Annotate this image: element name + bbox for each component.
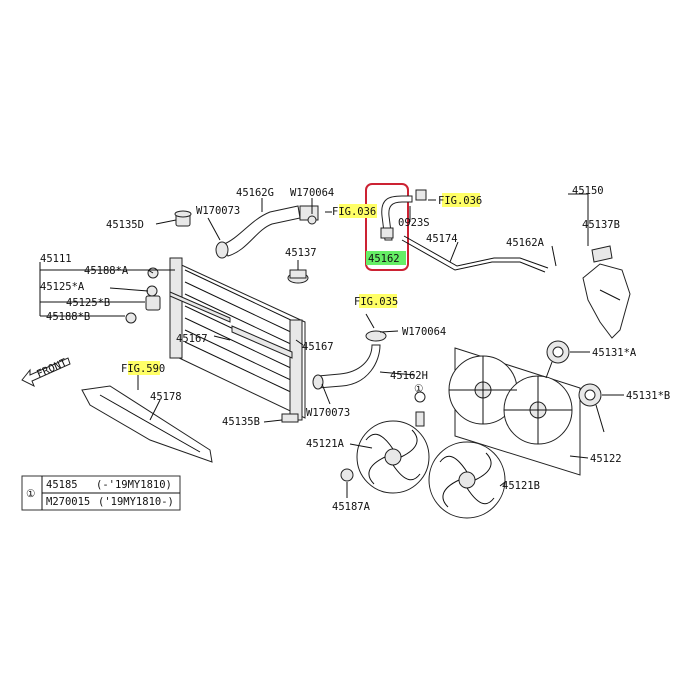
callout-45188a[interactable]: 45188*A: [84, 265, 129, 277]
legend-symbol: ①: [26, 488, 36, 500]
callout-45121b[interactable]: 45121B: [502, 480, 540, 492]
fan-shroud: [448, 347, 581, 476]
callout-45135d[interactable]: 45135D: [106, 219, 144, 231]
fan-motor-a: [545, 340, 570, 379]
fig-ref-highlight-2: [442, 193, 480, 207]
reservoir-tank: [582, 245, 631, 339]
bolts-left: [125, 267, 161, 324]
callout-45188b[interactable]: 45188*B: [46, 311, 90, 323]
callout-45162g[interactable]: 45162G: [236, 187, 274, 199]
fig-ref-highlight-4: [128, 361, 160, 375]
overflow-pipe: [401, 189, 549, 273]
callout-w170064-top[interactable]: W170064: [290, 187, 334, 199]
callout-w170073-bottom[interactable]: W170073: [306, 407, 350, 419]
radiator-cap-top: [174, 210, 192, 227]
callout-45178[interactable]: 45178: [150, 391, 182, 403]
callout-45137[interactable]: 45137: [285, 247, 317, 259]
callout-45125a[interactable]: 45125*A: [40, 281, 85, 293]
fig-ref-2[interactable]: FIG.036: [438, 195, 482, 207]
callout-45125b[interactable]: 45125*B: [66, 297, 110, 309]
fan-motor-b: [578, 383, 605, 433]
under-cover: [81, 385, 213, 463]
fan-45121a: [356, 420, 430, 494]
callout-45150[interactable]: 45150: [572, 185, 604, 197]
nut-45187a: [340, 468, 354, 482]
bolt-circled-1: [414, 391, 426, 427]
callout-w170064-mid[interactable]: W170064: [402, 326, 446, 338]
legend-row-2-note: ('19MY1810-): [98, 496, 174, 508]
callout-0923s[interactable]: 0923S: [398, 217, 430, 229]
legend: ① 45185 (-'19MY1810) M270015 ('19MY1810-…: [21, 475, 181, 511]
fig-ref-4[interactable]: FIG.590: [121, 363, 165, 375]
leader-lines: [39, 193, 624, 498]
callout-45137b[interactable]: 45137B: [582, 219, 620, 231]
radiator-assembly: [169, 257, 306, 421]
legend-row-1-note: (-'19MY1810): [96, 479, 172, 491]
radiator-cap-bottom: [281, 413, 299, 423]
fig-ref-highlight-3: [359, 294, 397, 308]
callout-45167-left[interactable]: 45167: [176, 333, 208, 345]
front-label: FRONT: [35, 356, 69, 380]
fan-45121b: [428, 441, 506, 519]
callout-45131a[interactable]: 45131*A: [592, 347, 637, 359]
front-arrow: [21, 357, 71, 388]
callout-w170073-top[interactable]: W170073: [196, 205, 240, 217]
legend-row-2-part: M270015: [46, 496, 90, 508]
fig-ref-highlight-1: [339, 204, 377, 218]
upper-radiator-hose: [215, 205, 319, 259]
cap-45137: [287, 269, 309, 284]
callout-45174[interactable]: 45174: [426, 233, 458, 245]
fig-ref-1[interactable]: FIG.036: [332, 206, 376, 218]
callout-45135b[interactable]: 45135B: [222, 416, 260, 428]
callout-45111[interactable]: 45111: [40, 253, 72, 265]
legend-row-1-part: 45185: [46, 479, 78, 491]
callout-45131b[interactable]: 45131*B: [626, 390, 670, 402]
callout-45187a[interactable]: 45187A: [332, 501, 371, 513]
selected-part-highlight: [366, 251, 406, 265]
lower-radiator-hose: [312, 330, 387, 390]
selected-hose-45162: [365, 183, 413, 271]
fig-ref-3[interactable]: FIG.035: [354, 296, 398, 308]
bolt-marker-symbol: ①: [414, 383, 424, 395]
callout-45162[interactable]: 45162: [368, 253, 400, 265]
callout-45162a[interactable]: 45162A: [506, 237, 545, 249]
callout-45167-right[interactable]: 45167: [302, 341, 334, 353]
callout-45162h[interactable]: 45162H: [390, 370, 428, 382]
callout-45121a[interactable]: 45121A: [306, 438, 345, 450]
callout-45122[interactable]: 45122: [590, 453, 622, 465]
